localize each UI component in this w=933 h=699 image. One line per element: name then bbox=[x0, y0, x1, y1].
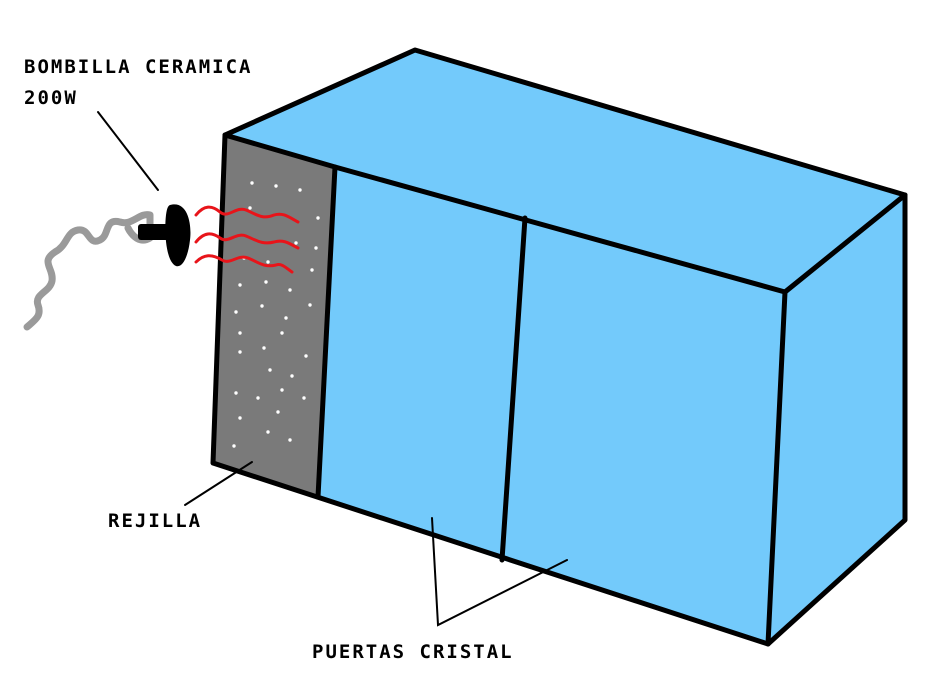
bulb-label-line1: BOMBILLA CERAMICA bbox=[24, 56, 252, 78]
power-cable-icon bbox=[23, 211, 154, 331]
grille-panel bbox=[213, 135, 335, 497]
box-outline bbox=[210, 47, 908, 647]
bulb-leader-line bbox=[97, 111, 159, 191]
box-right-face bbox=[768, 195, 905, 644]
bulb-label-line2: 200W bbox=[24, 87, 78, 109]
grille-holes bbox=[232, 181, 320, 448]
heat-waves bbox=[194, 205, 300, 274]
glass-doors-face bbox=[318, 167, 785, 644]
doors-label: PUERTAS CRISTAL bbox=[312, 641, 514, 663]
doors-leader-line bbox=[431, 517, 568, 627]
grille-leader-line bbox=[184, 461, 253, 506]
box-top-face bbox=[225, 50, 905, 292]
grille-label: REJILLA bbox=[108, 510, 202, 532]
ceramic-bulb-icon bbox=[138, 204, 191, 267]
